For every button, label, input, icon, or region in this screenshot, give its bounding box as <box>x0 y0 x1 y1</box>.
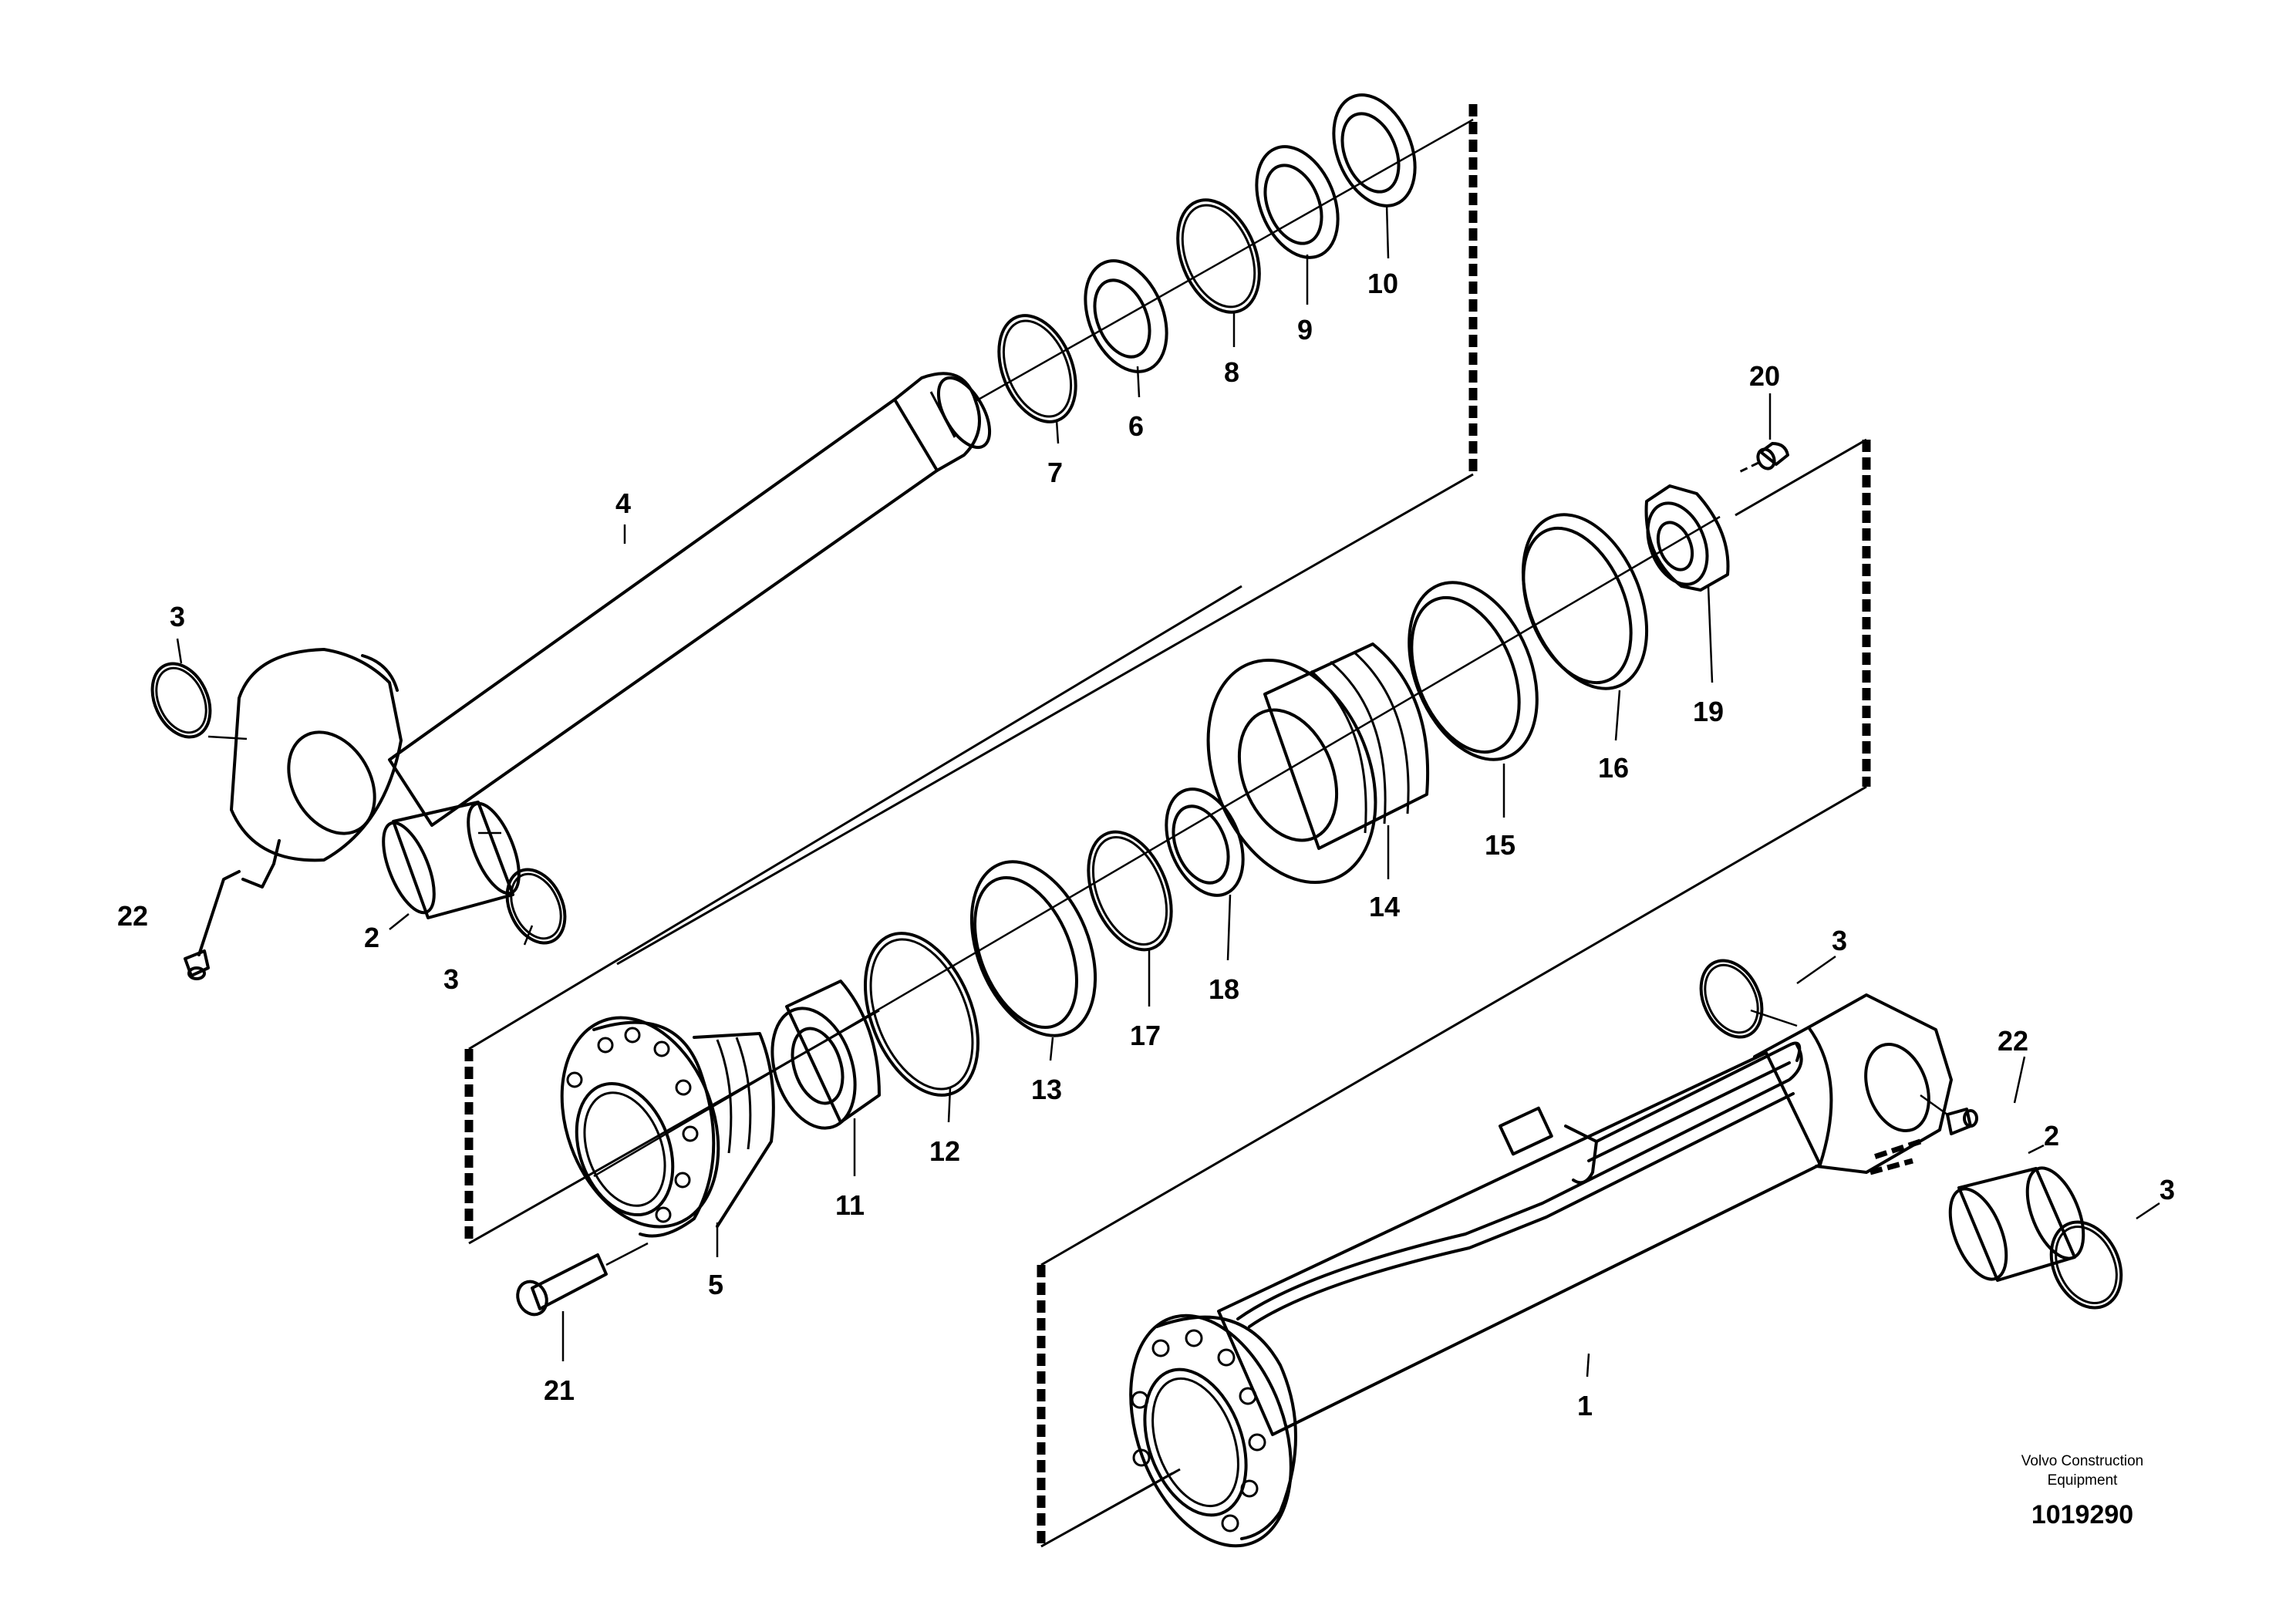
seal-8 <box>1176 198 1261 314</box>
callout-9: 9 <box>1297 314 1313 346</box>
callout-10: 10 <box>1367 268 1398 299</box>
callout-6: 6 <box>1128 410 1144 442</box>
callout-3-d: 3 <box>2159 1174 2175 1206</box>
callout-2-b: 2 <box>2044 1120 2059 1152</box>
callout-8: 8 <box>1224 356 1239 388</box>
callout-4: 4 <box>615 487 631 519</box>
set-screw <box>1738 442 1789 474</box>
o-ring-3-lower-left <box>505 868 567 945</box>
callout-22-b: 22 <box>1998 1025 2028 1057</box>
callout-14: 14 <box>1369 891 1400 922</box>
cylinder-tube <box>1129 993 1953 1548</box>
seal-9 <box>1255 145 1340 259</box>
o-ring-3-lower-right <box>2049 1220 2123 1310</box>
callout-21: 21 <box>544 1374 575 1406</box>
callout-22-a: 22 <box>117 900 148 932</box>
o-ring-3-upper-left <box>150 662 212 739</box>
callout-1: 1 <box>1577 1390 1593 1421</box>
leader-lines <box>176 204 2160 1378</box>
callout-5: 5 <box>708 1269 723 1300</box>
callout-13: 13 <box>1031 1074 1062 1105</box>
wear-ring-15 <box>1408 581 1539 761</box>
guide-ring-11 <box>770 980 881 1130</box>
grease-fitting-right <box>1870 1094 1978 1175</box>
seal-13 <box>969 860 1097 1037</box>
seal-17 <box>1087 830 1173 952</box>
drawing-credit: Volvo Construction Equipment 1019290 <box>2021 1453 2143 1529</box>
o-ring-3-upper-right <box>1699 959 1798 1039</box>
piston-rod <box>230 372 992 862</box>
upper-group-frame <box>616 104 1478 966</box>
callout-3-b: 3 <box>443 963 459 995</box>
seal-10 <box>1332 93 1417 207</box>
callout-3-c: 3 <box>1832 925 1847 956</box>
seal-7 <box>997 314 1077 423</box>
callout-12: 12 <box>929 1135 960 1167</box>
callout-20: 20 <box>1749 360 1780 392</box>
callout-11: 11 <box>835 1189 865 1221</box>
tube-axis <box>1040 1472 1173 1548</box>
callout-3-a: 3 <box>170 601 185 632</box>
company-name-line2: Equipment <box>2048 1472 2119 1489</box>
company-name-line1: Volvo Construction <box>2021 1453 2143 1469</box>
seal-6 <box>1084 259 1168 373</box>
callout-17: 17 <box>1130 1020 1161 1051</box>
piston-axis <box>593 515 1721 1178</box>
piston <box>1206 642 1430 885</box>
callout-labels: 4 3 22 2 3 7 6 8 9 10 20 19 16 15 14 18 … <box>117 268 2175 1421</box>
lower-group-frame <box>1037 1265 1181 1548</box>
callout-18: 18 <box>1209 973 1239 1005</box>
wear-ring-16 <box>1521 513 1649 690</box>
callout-15: 15 <box>1485 829 1515 861</box>
middle-group-frame <box>464 438 1871 1266</box>
callout-16: 16 <box>1598 752 1629 784</box>
callout-7: 7 <box>1047 457 1063 488</box>
callout-19: 19 <box>1693 696 1724 727</box>
socket-head-bolt <box>516 1242 649 1317</box>
callout-2-a: 2 <box>364 922 379 953</box>
seal-12 <box>863 932 980 1097</box>
bushing-right <box>1948 1166 2085 1282</box>
drawing-number: 1019290 <box>2031 1500 2133 1529</box>
grease-fitting-left <box>184 839 281 980</box>
cylinder-head <box>560 1016 775 1238</box>
rod-seal-axis <box>975 118 1474 403</box>
